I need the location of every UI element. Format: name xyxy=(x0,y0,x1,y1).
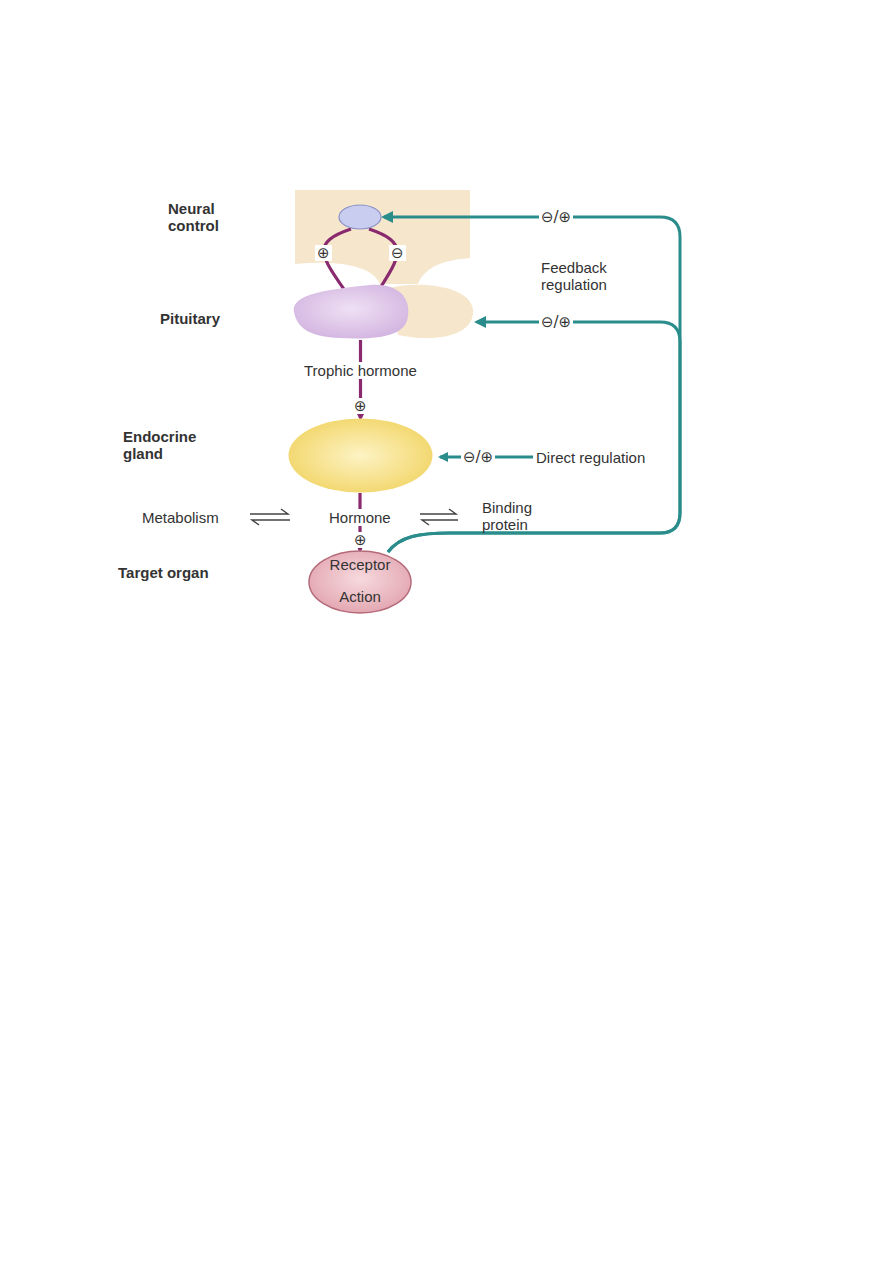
part-label: Endocrine gland xyxy=(123,428,223,462)
plus-sign: ⊕ xyxy=(352,398,369,414)
annotation: Direct regulation xyxy=(534,449,658,466)
sign-label: ⊖ xyxy=(389,245,406,261)
sign-label: ⊖/⊕ xyxy=(539,209,573,225)
annotation: Feedback regulation xyxy=(539,259,673,293)
edge-label: Hormone xyxy=(327,509,393,526)
target-organ: Target organReceptorAction xyxy=(308,550,412,614)
edge-label: Trophic hormone xyxy=(302,362,419,379)
node-outline xyxy=(288,418,433,493)
pathway-label: Metabolism xyxy=(140,509,221,526)
endocrine-gland: Endocrine gland xyxy=(288,418,433,493)
inner-label: Receptor xyxy=(308,556,412,573)
inner-label: Action xyxy=(308,588,412,605)
part-label: Pituitary xyxy=(160,310,270,327)
sign-label: ⊕ xyxy=(315,245,332,261)
feedback-arrow xyxy=(384,217,680,552)
sign-label: ⊖/⊕ xyxy=(539,314,573,330)
equilibrium-arrows xyxy=(250,509,458,525)
sign-label: ⊖/⊕ xyxy=(461,449,495,465)
plus-sign: ⊕ xyxy=(352,532,369,548)
node-outline xyxy=(290,280,475,340)
hypothalamus-circle: Neural control xyxy=(338,204,382,230)
brain-region xyxy=(295,190,470,284)
part-label: Neural control xyxy=(168,200,258,234)
pathway-label: Binding protein xyxy=(480,499,568,533)
feedback-arrow xyxy=(388,322,680,552)
node-outline xyxy=(338,204,382,230)
pituitary-gland: Pituitary xyxy=(290,280,475,340)
part-label: Target organ xyxy=(118,564,288,581)
